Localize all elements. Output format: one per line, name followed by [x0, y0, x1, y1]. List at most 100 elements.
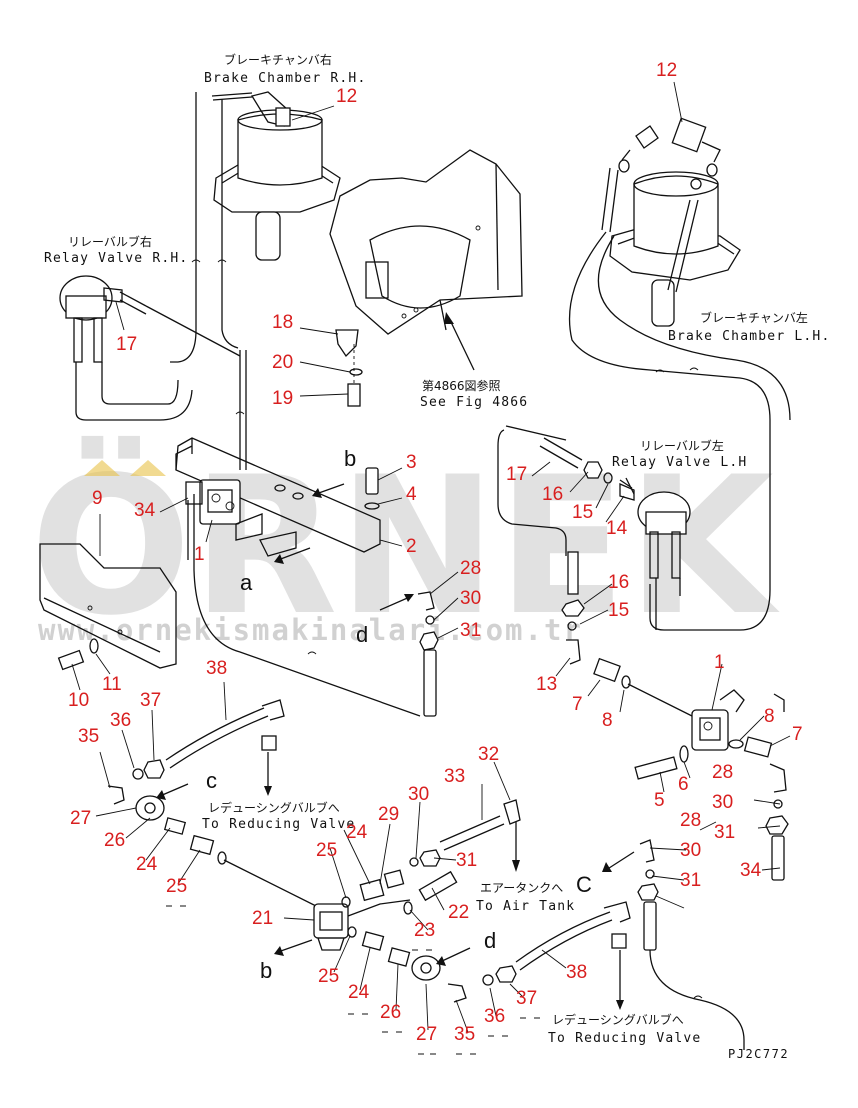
- callout: 6: [678, 774, 689, 795]
- callout: 7: [572, 694, 583, 715]
- conn-letter: a: [240, 570, 253, 595]
- callout: 5: [654, 790, 665, 811]
- callout: 30: [680, 840, 701, 861]
- callout: 27: [70, 808, 91, 829]
- callout: 34: [740, 860, 762, 881]
- callout: 29: [378, 804, 399, 825]
- callout: 38: [206, 658, 227, 679]
- watermark-url: www.ornekismakinalari.com.tr: [38, 613, 583, 647]
- callout: 24: [348, 982, 370, 1003]
- callout: 31: [456, 850, 477, 871]
- callout: 30: [712, 792, 733, 813]
- callout: 19: [272, 388, 293, 409]
- conn-letter: C: [576, 872, 592, 897]
- conn-letter: b: [344, 446, 356, 471]
- note-reducing1-jp: レデューシングバルブへ: [208, 800, 340, 815]
- callout: 14: [606, 518, 628, 539]
- note-see-fig-jp: 第4866図参照: [422, 378, 501, 393]
- callout: 17: [116, 334, 137, 355]
- callout: 33: [444, 766, 465, 787]
- note-air-tank-en: To Air Tank: [476, 899, 575, 914]
- watermark: ÖRNEK www.ornekismakinalari.com.tr: [30, 435, 780, 657]
- callout: 18: [272, 312, 293, 333]
- callout: 15: [572, 502, 593, 523]
- callout: 28: [712, 762, 733, 783]
- relay-valve-lower: [691, 689, 785, 751]
- callout: 25: [318, 966, 339, 987]
- note-relay-rh-jp: リレーバルブ右: [68, 234, 152, 249]
- note-brake-rh-jp: ブレーキチャンバ右: [224, 52, 332, 67]
- callout: 9: [92, 488, 103, 509]
- conn-letter: c: [206, 768, 217, 793]
- note-see-fig-en: See Fig 4866: [420, 395, 528, 410]
- callout: 35: [454, 1024, 475, 1045]
- connection-letters: a b c d b C C d: [206, 446, 592, 983]
- callout: 25: [316, 840, 337, 861]
- callout: 1: [714, 652, 725, 673]
- brake-chamber-rh: [211, 91, 341, 261]
- reducing-valve: [313, 899, 411, 951]
- callout: 16: [542, 484, 563, 505]
- callout: 4: [406, 484, 417, 505]
- callout: 26: [380, 1002, 401, 1023]
- callouts: 12 12 17 18 20 19 3 4 2 9 34 1 17 16 15 …: [68, 60, 803, 1045]
- relay-valve-lh: [619, 483, 691, 579]
- brake-chamber-lh: [609, 171, 741, 327]
- callout: 11: [102, 674, 122, 695]
- callout: 21: [252, 908, 273, 929]
- callout: 28: [460, 558, 481, 579]
- callout: 8: [602, 710, 613, 731]
- callout: 17: [506, 464, 527, 485]
- notes: ブレーキチャンバ右 Brake Chamber R.H. リレーバルブ右 Rel…: [44, 52, 830, 1061]
- callout: 31: [714, 822, 735, 843]
- callout: 24: [346, 822, 368, 843]
- callout: 30: [408, 784, 429, 805]
- callout: 12: [336, 86, 357, 107]
- note-reducing2-en: To Reducing Valve: [548, 1031, 701, 1046]
- callout: 26: [104, 830, 125, 851]
- callout: 31: [680, 870, 701, 891]
- conn-letter: d: [484, 928, 496, 953]
- callout: 7: [792, 724, 803, 745]
- callout: 3: [406, 452, 417, 473]
- callout: 13: [536, 674, 557, 695]
- callout: 8: [764, 706, 775, 727]
- drawing-code: PJ2C772: [728, 1047, 789, 1061]
- callout: 32: [478, 744, 499, 765]
- conn-letter: d: [356, 622, 368, 647]
- note-brake-lh-en: Brake Chamber L.H.: [668, 329, 830, 344]
- callout: 27: [416, 1024, 437, 1045]
- callout: 1: [194, 544, 205, 565]
- callout: 28: [680, 810, 701, 831]
- callout: 24: [136, 854, 158, 875]
- conn-letter: b: [260, 958, 272, 983]
- callout: 34: [134, 500, 156, 521]
- note-reducing2-jp: レデューシングバルブへ: [552, 1012, 684, 1027]
- callout: 37: [140, 690, 161, 711]
- callout: 35: [78, 726, 99, 747]
- note-brake-rh-en: Brake Chamber R.H.: [204, 71, 366, 86]
- callout: 22: [448, 902, 469, 923]
- note-relay-lh-en: Relay Valve L.H: [612, 455, 747, 470]
- note-reducing1-en: To Reducing Valve: [202, 817, 355, 832]
- callout: 20: [272, 352, 293, 373]
- note-air-tank-jp: エアータンクへ: [480, 881, 563, 895]
- callout: 12: [656, 60, 677, 81]
- note-relay-lh-jp: リレーバルブ左: [640, 438, 724, 453]
- frame-section: [329, 149, 523, 335]
- callout: 38: [566, 962, 587, 983]
- callout: 10: [68, 690, 89, 711]
- callout: 36: [484, 1006, 505, 1027]
- callout: 15: [608, 600, 629, 621]
- callout: 37: [516, 988, 537, 1009]
- leader-lines: [71, 81, 791, 1033]
- callout: 23: [414, 920, 435, 941]
- relay-valve-rh: [59, 275, 241, 421]
- cover-plate: [39, 543, 177, 669]
- note-brake-lh-jp: ブレーキチャンバ左: [700, 310, 808, 325]
- callout: 36: [110, 710, 131, 731]
- valve-mount-plate: [175, 437, 381, 553]
- callout: 16: [608, 572, 629, 593]
